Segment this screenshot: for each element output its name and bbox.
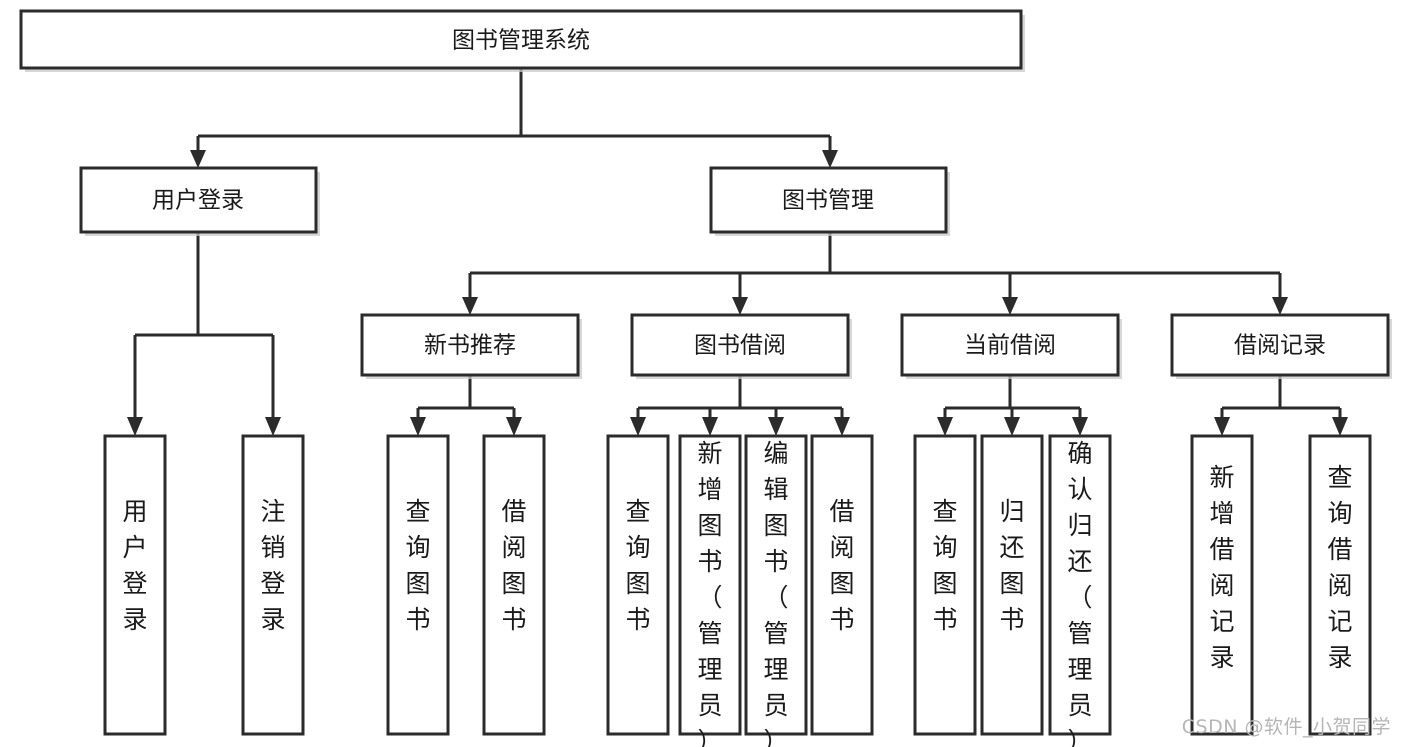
arrow-bookmgmt-to-current xyxy=(1002,297,1018,315)
node-bookmgmt-label: 图书管理 xyxy=(782,188,874,214)
node-leaf6-box xyxy=(678,434,742,736)
arrow-root-to-login xyxy=(190,150,206,168)
node-newbook-box xyxy=(360,313,580,377)
node-leaf5-label: 查询图书 xyxy=(625,497,650,634)
arrow-current-to-leaf10 xyxy=(1004,417,1020,436)
arrow-newbook-to-leaf3 xyxy=(410,417,426,436)
node-newbook[interactable]: 新书推荐 xyxy=(360,313,582,379)
node-leaf10[interactable]: 归还图书 xyxy=(980,434,1044,736)
node-leaf8-label: 借阅图书 xyxy=(829,497,854,634)
node-root-box xyxy=(19,9,1023,70)
node-leaf2[interactable]: 注销登录 xyxy=(241,434,305,736)
node-root[interactable]: 图书管理系统 xyxy=(19,9,1025,72)
node-leaf12[interactable]: 新增借阅记录 xyxy=(1190,434,1254,736)
node-leaf4-box xyxy=(482,434,546,736)
node-leaf7-label: 编辑图书（管理员） xyxy=(763,439,788,747)
node-leaf5-box xyxy=(606,434,670,736)
arrow-borrow-to-leaf7 xyxy=(768,417,784,436)
arrow-records-to-leaf12 xyxy=(1214,417,1230,436)
node-leaf13-box xyxy=(1308,434,1372,736)
node-borrow-label: 图书借阅 xyxy=(694,333,786,359)
node-leaf6[interactable]: 新增图书（管理员） xyxy=(678,434,742,747)
node-login-label: 用户登录 xyxy=(152,188,244,214)
node-leaf6-label: 新增图书（管理员） xyxy=(697,439,722,747)
arrow-root-to-bookmgmt xyxy=(822,150,838,168)
node-leaf9-box xyxy=(913,434,977,736)
node-current-box xyxy=(900,313,1120,377)
node-leaf8-box xyxy=(810,434,874,736)
node-leaf12-box xyxy=(1190,434,1254,736)
node-leaf7[interactable]: 编辑图书（管理员） xyxy=(744,434,808,747)
node-leaf1[interactable]: 用户登录 xyxy=(103,434,167,736)
arrow-records-to-leaf13 xyxy=(1332,417,1348,436)
node-records[interactable]: 借阅记录 xyxy=(1170,313,1392,379)
node-leaf3-box xyxy=(386,434,450,736)
arrow-borrow-to-leaf5 xyxy=(630,417,646,436)
node-leaf10-label: 归还图书 xyxy=(999,497,1024,634)
node-leaf13-label: 查询借阅记录 xyxy=(1327,463,1352,672)
arrow-borrow-to-leaf8 xyxy=(834,417,850,436)
node-leaf9[interactable]: 查询图书 xyxy=(913,434,977,736)
edge-layer xyxy=(127,68,1348,436)
arrow-login-to-leaf1 xyxy=(127,417,143,436)
node-login[interactable]: 用户登录 xyxy=(79,166,320,236)
node-leaf3-label: 查询图书 xyxy=(405,497,430,634)
node-leaf3[interactable]: 查询图书 xyxy=(386,434,450,736)
node-current[interactable]: 当前借阅 xyxy=(900,313,1122,379)
arrow-current-to-leaf11 xyxy=(1072,417,1088,436)
node-leaf4[interactable]: 借阅图书 xyxy=(482,434,546,736)
node-leaf7-box xyxy=(744,434,808,736)
node-leaf11[interactable]: 确认归还（管理员） xyxy=(1048,434,1112,747)
node-leaf2-box xyxy=(241,434,305,736)
node-leaf1-box xyxy=(103,434,167,736)
node-root-label: 图书管理系统 xyxy=(452,28,590,54)
arrow-newbook-to-leaf4 xyxy=(506,417,522,436)
node-leaf2-label: 注销登录 xyxy=(260,497,285,634)
node-borrow-box xyxy=(630,313,850,377)
arrow-bookmgmt-to-newbook xyxy=(462,297,478,315)
node-leaf5[interactable]: 查询图书 xyxy=(606,434,670,736)
node-records-box xyxy=(1170,313,1390,377)
node-leaf1-label: 用户登录 xyxy=(122,497,147,634)
node-leaf11-box xyxy=(1048,434,1112,736)
node-newbook-label: 新书推荐 xyxy=(424,333,516,359)
arrow-bookmgmt-to-records xyxy=(1272,297,1288,315)
node-bookmgmt-box xyxy=(709,166,948,234)
arrow-login-to-leaf2 xyxy=(265,417,281,436)
node-leaf11-label: 确认归还（管理员） xyxy=(1067,439,1092,747)
node-leaf12-label: 新增借阅记录 xyxy=(1209,463,1234,672)
node-borrow[interactable]: 图书借阅 xyxy=(630,313,852,379)
node-bookmgmt[interactable]: 图书管理 xyxy=(709,166,950,236)
arrow-current-to-leaf9 xyxy=(937,417,953,436)
arrow-bookmgmt-to-borrow xyxy=(732,297,748,315)
node-leaf9-label: 查询图书 xyxy=(932,497,957,634)
arrow-borrow-to-leaf6 xyxy=(702,417,718,436)
node-leaf13[interactable]: 查询借阅记录 xyxy=(1308,434,1372,736)
node-login-box xyxy=(79,166,318,234)
node-leaf4-label: 借阅图书 xyxy=(501,497,526,634)
node-current-label: 当前借阅 xyxy=(964,333,1056,359)
node-leaf8[interactable]: 借阅图书 xyxy=(810,434,874,736)
node-records-label: 借阅记录 xyxy=(1234,333,1326,359)
node-leaf10-box xyxy=(980,434,1044,736)
